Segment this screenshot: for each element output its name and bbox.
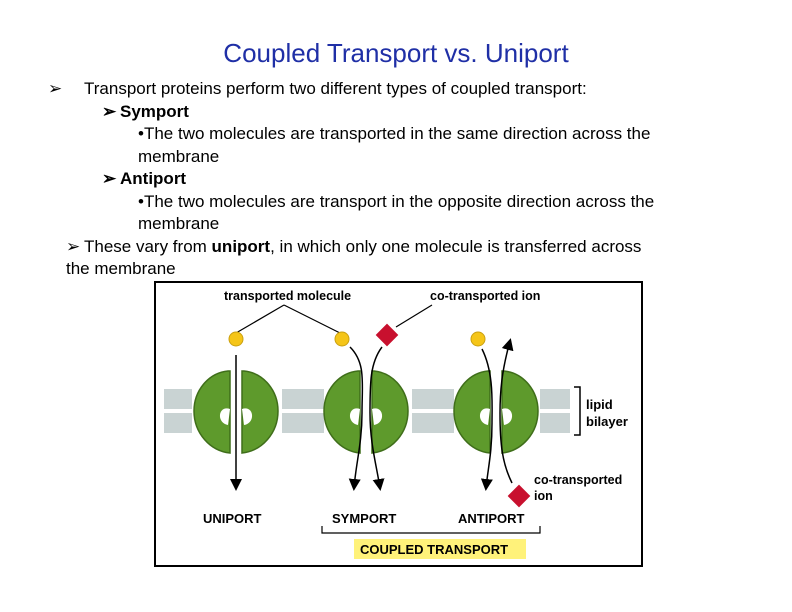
symport-protein [323, 323, 409, 491]
uniport-text-pre: These vary from [84, 236, 212, 256]
arrow-bullet-icon: ➢ [48, 79, 63, 98]
symport-label: Symport [120, 101, 189, 121]
antiport-arrow-up [499, 338, 514, 484]
transported-molecule-icon [334, 331, 350, 347]
transported-molecule-icon [228, 331, 244, 347]
coupled-transport-highlight [354, 539, 526, 559]
label-transported-molecule: transported molecule [224, 289, 351, 303]
co-transported-ion-icon [507, 484, 531, 508]
label-coupled-transport: COUPLED TRANSPORT [360, 542, 508, 557]
label-co-transported-bottom-2: ion [534, 489, 553, 503]
antiport-arrow-down [480, 348, 493, 491]
label-lipid: lipid [586, 397, 613, 412]
label-symport: SYMPORT [332, 511, 396, 526]
arrow-bullet-icon: ➢ [102, 169, 117, 188]
transport-figure: transported molecule co-transported ion … [154, 281, 643, 567]
co-transported-ion-icon [375, 323, 399, 347]
bilayer-bracket [574, 386, 581, 436]
uniport-text-post: , in which only one molecule is transfer… [270, 236, 642, 256]
coupled-bracket [321, 526, 541, 534]
uniport-protein [193, 331, 279, 491]
uniport-line-2: the membrane [66, 259, 176, 278]
label-uniport: UNIPORT [203, 511, 262, 526]
bullet-antiport: ➢Antiport [102, 168, 726, 191]
bullet-text: Transport proteins perform two different… [84, 79, 587, 98]
symport-description: •The two molecules are transported in th… [138, 123, 726, 168]
label-antiport: ANTIPORT [458, 511, 525, 526]
symport-desc-line-2: membrane [138, 146, 220, 166]
lipid-bilayer [164, 389, 570, 433]
symport-desc-line-1: •The two molecules are transported in th… [138, 124, 651, 143]
bullet-uniport: ➢These vary from uniport, in which only … [66, 236, 726, 259]
uniport-text-bold: uniport [211, 236, 271, 256]
antiport-label: Antiport [120, 169, 187, 188]
bullet-coupled-types: ➢ Transport proteins perform two differen… [48, 78, 726, 101]
arrow-bullet-icon: ➢ [66, 236, 81, 256]
pointer-line [283, 304, 341, 334]
pointer-line [395, 304, 433, 328]
antiport-desc-line-2: membrane [138, 214, 220, 233]
arrow-bullet-icon: ➢ [102, 101, 117, 121]
bullet-list: ➢ Transport proteins perform two differen… [48, 78, 726, 281]
transported-molecule-icon [470, 331, 486, 347]
transport-diagram: transported molecule co-transported ion … [164, 289, 628, 559]
bullet-symport: ➢Symport [102, 101, 726, 124]
pointer-line [235, 304, 285, 334]
symport-arrow-1 [348, 346, 364, 491]
label-co-transported-bottom-1: co-transported [534, 473, 622, 487]
label-bilayer: bilayer [586, 414, 628, 429]
antiport-protein [453, 331, 539, 508]
symport-arrow-2 [369, 346, 385, 491]
antiport-desc-line-1: •The two molecules are transport in the … [138, 191, 655, 211]
label-co-transported-ion-top: co-transported ion [430, 289, 540, 303]
antiport-description: •The two molecules are transport in the … [138, 191, 726, 236]
page-title: Coupled Transport vs. Uniport [223, 38, 569, 68]
